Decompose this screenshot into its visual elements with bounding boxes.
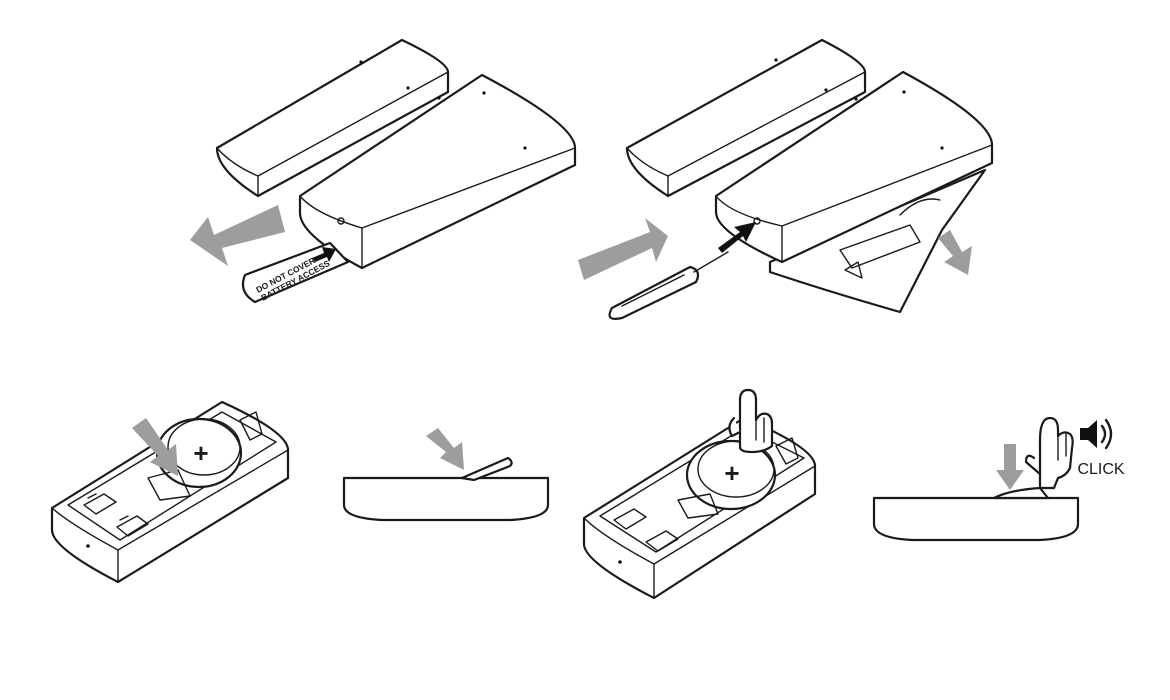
sensor-side [342,476,550,522]
sensor-side [872,496,1080,542]
step-2-open-with-pin [578,38,994,320]
battery-access-hole [337,217,345,225]
step-4-close-lid-angled [342,428,550,522]
cover-piece [625,38,867,198]
sensor-tray [582,416,817,600]
pressing-hand-icon [1024,416,1074,490]
step-1-remove-tab: DO NOT COVER BATTERY ACCESS [190,38,577,304]
battery-plus-label: + [724,458,739,488]
battery-lid [768,168,987,314]
step-3-insert-battery: + [50,400,290,584]
black-arrow-into-slot [312,247,336,262]
pointing-hand-icon [728,388,774,454]
cover-piece [215,38,450,198]
sensor-body [298,73,577,270]
speaker-icon [1080,418,1113,450]
eject-pin-tool [608,251,729,320]
grey-arrow-lid-down [426,428,464,470]
lid-tilted [460,456,513,482]
black-arrow-pin-into-hole [718,222,756,253]
battery-access-hole [753,217,761,225]
grey-arrow-pull-left [190,205,285,266]
battery-plus-label: + [193,438,208,468]
grey-arrow-insert-battery [132,418,178,476]
step-6-snap-lid-closed: CLICK [872,416,1125,542]
step-5-press-battery: + [582,388,817,600]
grey-arrow-push-right [578,218,668,280]
click-label: CLICK [1077,461,1124,478]
grey-arrow-lid-out [938,230,972,275]
sensor-body [714,70,994,264]
lid-closed [992,486,1050,500]
grey-arrow-press-down [996,444,1024,490]
